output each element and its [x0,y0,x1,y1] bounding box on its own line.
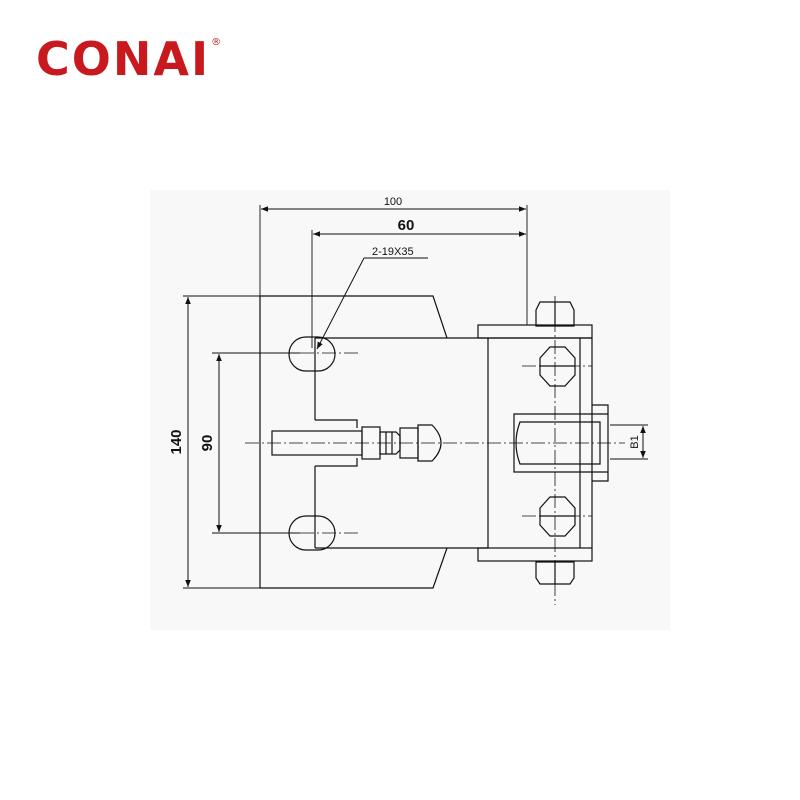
brand-name: CONAI [36,32,211,86]
dim-label-90: 90 [199,435,216,452]
registered-mark: ® [211,37,222,48]
base-plate [259,295,448,589]
dim-label-b1: B1 [629,435,641,448]
dim-label-100: 100 [384,196,402,208]
drawing-panel [150,190,670,630]
dim-label-140: 140 [168,429,185,454]
dim-label-60: 60 [398,217,415,234]
dim-label-slot-callout: 2-19X35 [372,246,414,258]
brand-logo: CONAI ® [36,36,221,82]
callout-leader [316,257,365,350]
